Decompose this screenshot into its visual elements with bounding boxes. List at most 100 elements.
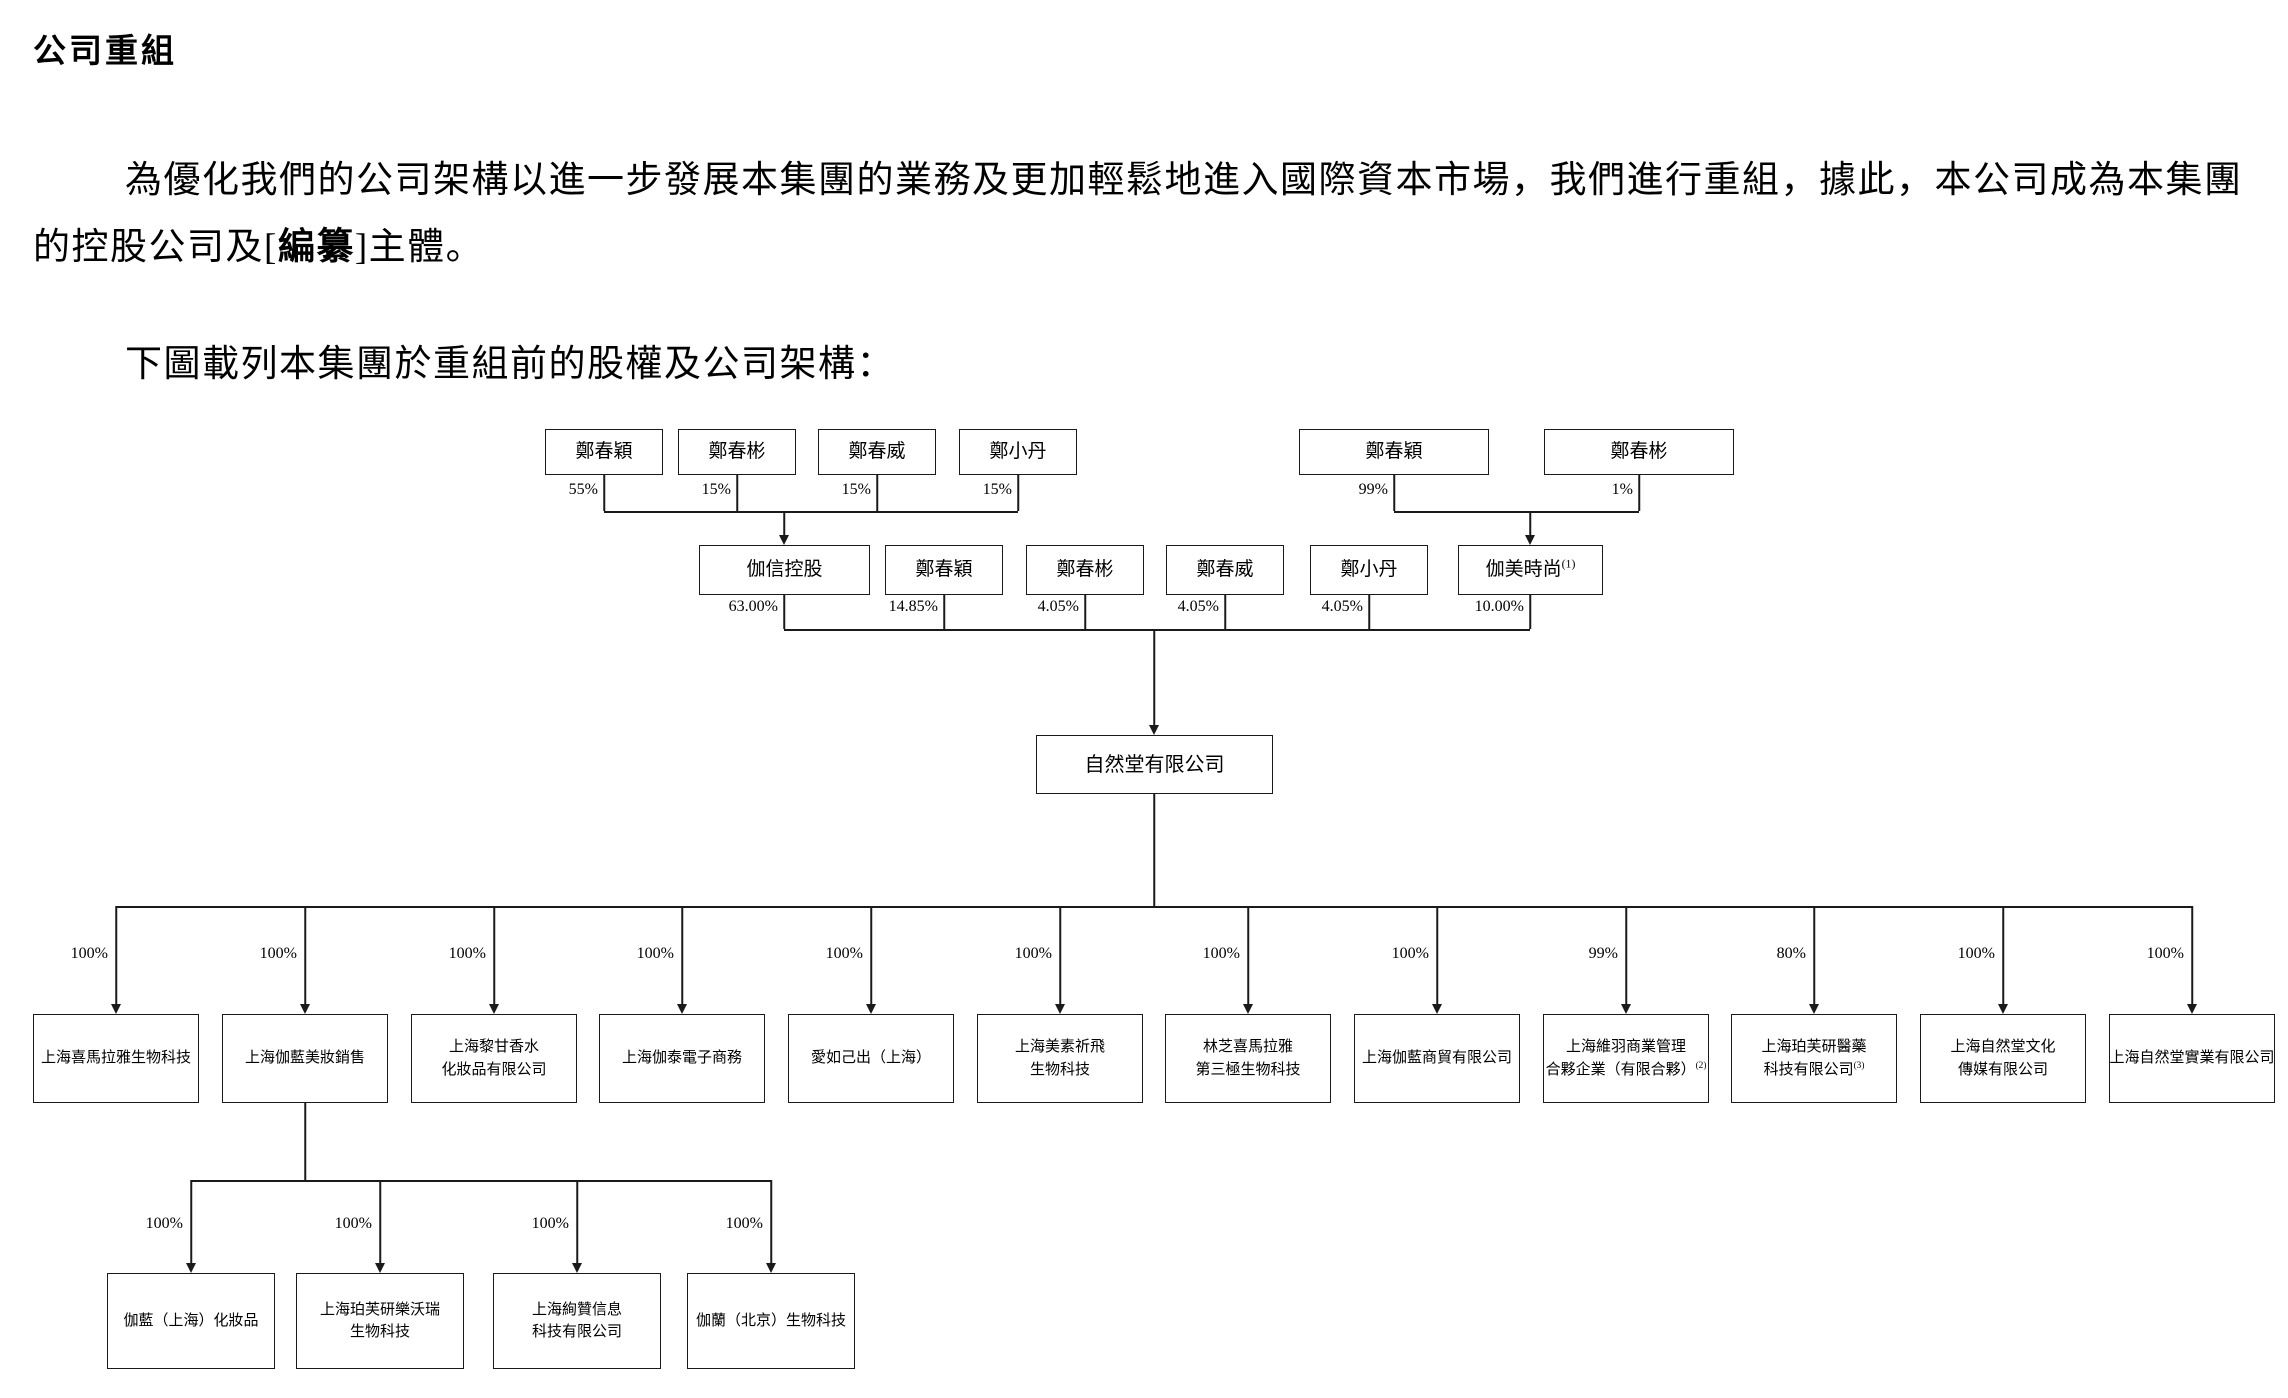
connector-line-horizontal [1394,511,1639,513]
connector-line-vertical [115,906,117,1006]
connector-line-vertical [1529,595,1531,629]
ownership-percentage-label: 100% [334,1215,372,1232]
connector-line-vertical [1813,906,1815,1006]
connector-line-vertical [603,475,605,511]
connector-line-vertical [1247,906,1249,1006]
connector-line-vertical [2002,906,2004,1006]
ownership-percentage-label: 1% [1611,481,1633,498]
entity-name: 上海珀芙研醫藥 [1761,1039,1867,1055]
org-chart-entity-box: 上海黎甘香水化妝品有限公司 [411,1014,577,1103]
entity-name: 上海伽藍商貿有限公司 [1361,1050,1512,1067]
org-chart-entity-box: 鄭小丹 [959,429,1077,475]
connector-arrowhead-down [1525,535,1535,545]
connector-arrowhead-down [186,1263,196,1273]
connector-line-vertical [1529,511,1531,537]
connector-arrowhead-down [1809,1004,1819,1014]
connector-line-horizontal [191,1180,771,1182]
ownership-percentage-label: 15% [841,481,871,498]
connector-arrowhead-down [300,1004,310,1014]
entity-name: 傳媒有限公司 [1957,1061,2048,1078]
connector-line-vertical [1084,595,1086,629]
connector-arrowhead-down [375,1263,385,1273]
connector-line-vertical [1153,629,1155,727]
org-chart-entity-box: 鄭春穎 [885,545,1003,595]
entity-name: 上海伽泰電子商務 [621,1050,742,1067]
org-chart-entity-box: 上海珀芙研醫藥科技有限公司(3) [1731,1014,1897,1103]
entity-name: 伽美時尚(1) [1485,557,1576,580]
ownership-percentage-label: 99% [1588,945,1618,962]
org-chart-entity-box: 伽美時尚(1) [1458,545,1603,595]
connector-arrowhead-down [2187,1004,2197,1014]
entity-name: 鄭春威 [1196,558,1254,580]
entity-name: 上海珀芙研樂沃瑞 [319,1301,440,1318]
connector-line-vertical [1393,475,1395,511]
connector-line-vertical [1017,475,1019,511]
entity-name: 生物科技 [1029,1061,1090,1078]
chart-lead-in-text: 下圖載列本集團於重組前的股權及公司架構： [125,344,895,385]
ownership-percentage-label: 100% [725,1215,763,1232]
entity-name: 鄭春穎 [915,558,973,580]
entity-name: 鄭春穎 [1365,440,1423,462]
connector-line-vertical [876,475,878,511]
connector-line-vertical [304,906,306,1006]
org-chart-entity-box: 上海絢贊信息科技有限公司 [493,1273,661,1369]
ownership-percentage-label: 100% [1014,945,1052,962]
connector-line-vertical [870,906,872,1006]
entity-name: 愛如己出（上海） [810,1050,931,1067]
intro-paragraph-line1: 為優化我們的公司架構以進一步發展本集團的業務及更加輕鬆地進入國際資本市場，我們進… [125,160,2243,201]
connector-line-vertical [681,906,683,1006]
connector-arrowhead-down [779,535,789,545]
org-chart-entity-box: 上海珀芙研樂沃瑞生物科技 [296,1273,464,1369]
ownership-percentage-label: 55% [568,481,598,498]
ownership-percentage-label: 100% [2146,945,2184,962]
org-chart-entity-box: 鄭春穎 [545,429,663,475]
org-chart-entity-box: 上海伽藍美妝銷售 [222,1014,388,1103]
org-chart-entity-box: 鄭春彬 [1544,429,1734,475]
org-chart-entity-box: 上海維羽商業管理合夥企業（有限合夥）(2) [1543,1014,1709,1103]
org-chart-entity-box: 鄭春威 [818,429,936,475]
connector-line-vertical [1153,794,1155,906]
connector-arrowhead-down [1998,1004,2008,1014]
connector-arrowhead-down [677,1004,687,1014]
org-chart-entity-box: 上海喜馬拉雅生物科技 [33,1014,199,1103]
connector-arrowhead-down [1055,1004,1065,1014]
ownership-percentage-label: 4.05% [1321,598,1363,615]
ownership-percentage-label: 100% [70,945,108,962]
org-chart-entity-box: 伽信控股 [699,545,870,595]
ownership-percentage-label: 100% [636,945,674,962]
entity-name: 鄭春穎 [575,440,633,462]
ownership-percentage-label: 80% [1776,945,1806,962]
org-chart-entity-box: 上海美素祈飛生物科技 [977,1014,1143,1103]
entity-name: 伽藍（上海）化妝品 [123,1312,259,1329]
org-chart-entity-box: 上海自然堂文化傳媒有限公司 [1920,1014,2086,1103]
connector-arrowhead-down [572,1263,582,1273]
entity-name: 鄭春彬 [1056,558,1114,580]
ownership-percentage-label: 100% [448,945,486,962]
connector-line-vertical [770,1180,772,1265]
org-chart-entity-box: 鄭春彬 [1026,545,1144,595]
entity-name: 上海自然堂實業有限公司 [2109,1050,2275,1067]
ownership-percentage-label: 99% [1358,481,1388,498]
connector-line-vertical [1224,595,1226,629]
org-chart-entity-box: 上海伽泰電子商務 [599,1014,765,1103]
connector-line-vertical [1368,595,1370,629]
connector-arrowhead-down [1621,1004,1631,1014]
connector-line-vertical [379,1180,381,1265]
section-heading: 公司重組 [33,32,177,69]
ownership-percentage-label: 100% [145,1215,183,1232]
entity-name: 鄭春威 [848,440,906,462]
ownership-percentage-label: 100% [1202,945,1240,962]
connector-line-vertical [576,1180,578,1265]
entity-name: 合夥企業（有限合夥）(2) [1545,1060,1707,1078]
connector-arrowhead-down [111,1004,121,1014]
entity-name: 第三極生物科技 [1195,1061,1301,1078]
org-chart-entity-box: 自然堂有限公司 [1036,735,1273,794]
org-chart-entity-box: 鄭小丹 [1310,545,1428,595]
connector-line-horizontal [116,906,2192,908]
org-chart-entity-box: 鄭春彬 [678,429,796,475]
connector-line-vertical [1625,906,1627,1006]
connector-line-vertical [304,1103,306,1180]
entity-name: 化妝品有限公司 [441,1061,547,1078]
